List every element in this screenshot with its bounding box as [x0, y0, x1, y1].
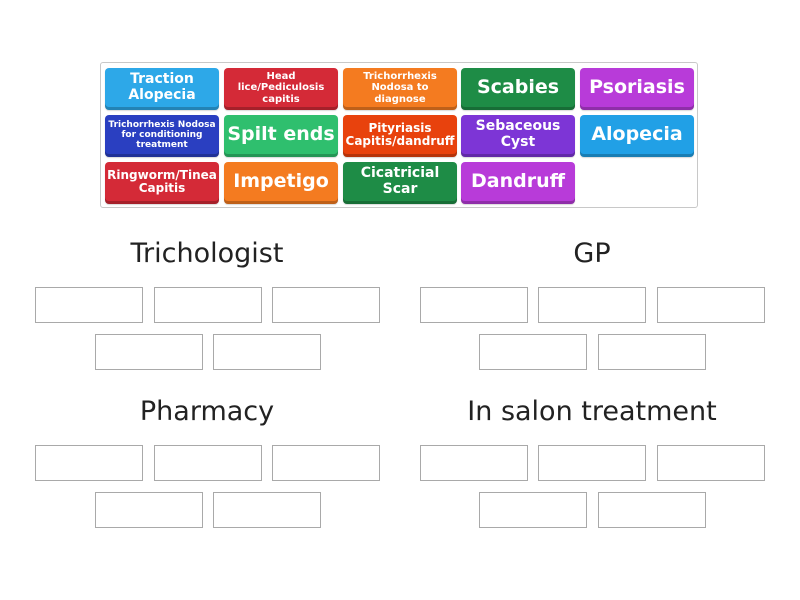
- group-title-in-salon-treatment: In salon treatment: [467, 396, 717, 427]
- group-title-pharmacy: Pharmacy: [139, 396, 275, 427]
- drop-slot[interactable]: [154, 287, 262, 323]
- tile-spilt-ends[interactable]: Spilt ends: [224, 115, 338, 157]
- drop-slot[interactable]: [213, 334, 321, 370]
- drop-slot[interactable]: [213, 492, 321, 528]
- tile-bank: Traction Alopecia Head lice/Pediculosis …: [100, 62, 698, 208]
- tile-cicatricial-scar[interactable]: Cicatricial Scar: [343, 162, 457, 204]
- tile-pityriasis-capitis[interactable]: Pityriasis Capitis/dandruff: [343, 115, 457, 157]
- tile-scabies[interactable]: Scabies: [461, 68, 575, 110]
- drop-slot[interactable]: [538, 445, 646, 481]
- tile-ringworm[interactable]: Ringworm/Tinea Capitis: [105, 162, 219, 204]
- drop-slot[interactable]: [420, 287, 528, 323]
- tile-psoriasis[interactable]: Psoriasis: [580, 68, 694, 110]
- drop-slot[interactable]: [272, 445, 380, 481]
- drop-slot[interactable]: [154, 445, 262, 481]
- tile-impetigo[interactable]: Impetigo: [224, 162, 338, 204]
- drop-slot[interactable]: [95, 334, 203, 370]
- drop-slot[interactable]: [538, 287, 646, 323]
- drop-slot[interactable]: [479, 492, 587, 528]
- tile-traction-alopecia[interactable]: Traction Alopecia: [105, 68, 219, 110]
- tile-trichorrhexis-conditioning[interactable]: Trichorrhexis Nodosa for conditioning tr…: [105, 115, 219, 157]
- tile-alopecia[interactable]: Alopecia: [580, 115, 694, 157]
- drop-slot[interactable]: [479, 334, 587, 370]
- drop-slot[interactable]: [420, 445, 528, 481]
- drop-slot[interactable]: [598, 334, 706, 370]
- drop-slot[interactable]: [657, 287, 765, 323]
- drop-slot[interactable]: [35, 287, 143, 323]
- tile-sebaceous-cyst[interactable]: Sebaceous Cyst: [461, 115, 575, 157]
- group-title-trichologist: Trichologist: [130, 238, 284, 269]
- tile-head-lice[interactable]: Head lice/Pediculosis capitis: [224, 68, 338, 110]
- group-title-gp: GP: [573, 238, 611, 269]
- drop-slot[interactable]: [657, 445, 765, 481]
- drop-slot[interactable]: [95, 492, 203, 528]
- tile-trichorrhexis-diagnose[interactable]: Trichorrhexis Nodosa to diagnose: [343, 68, 457, 110]
- tile-dandruff[interactable]: Dandruff: [461, 162, 575, 204]
- drop-slot[interactable]: [272, 287, 380, 323]
- drop-slot[interactable]: [35, 445, 143, 481]
- drop-slot[interactable]: [598, 492, 706, 528]
